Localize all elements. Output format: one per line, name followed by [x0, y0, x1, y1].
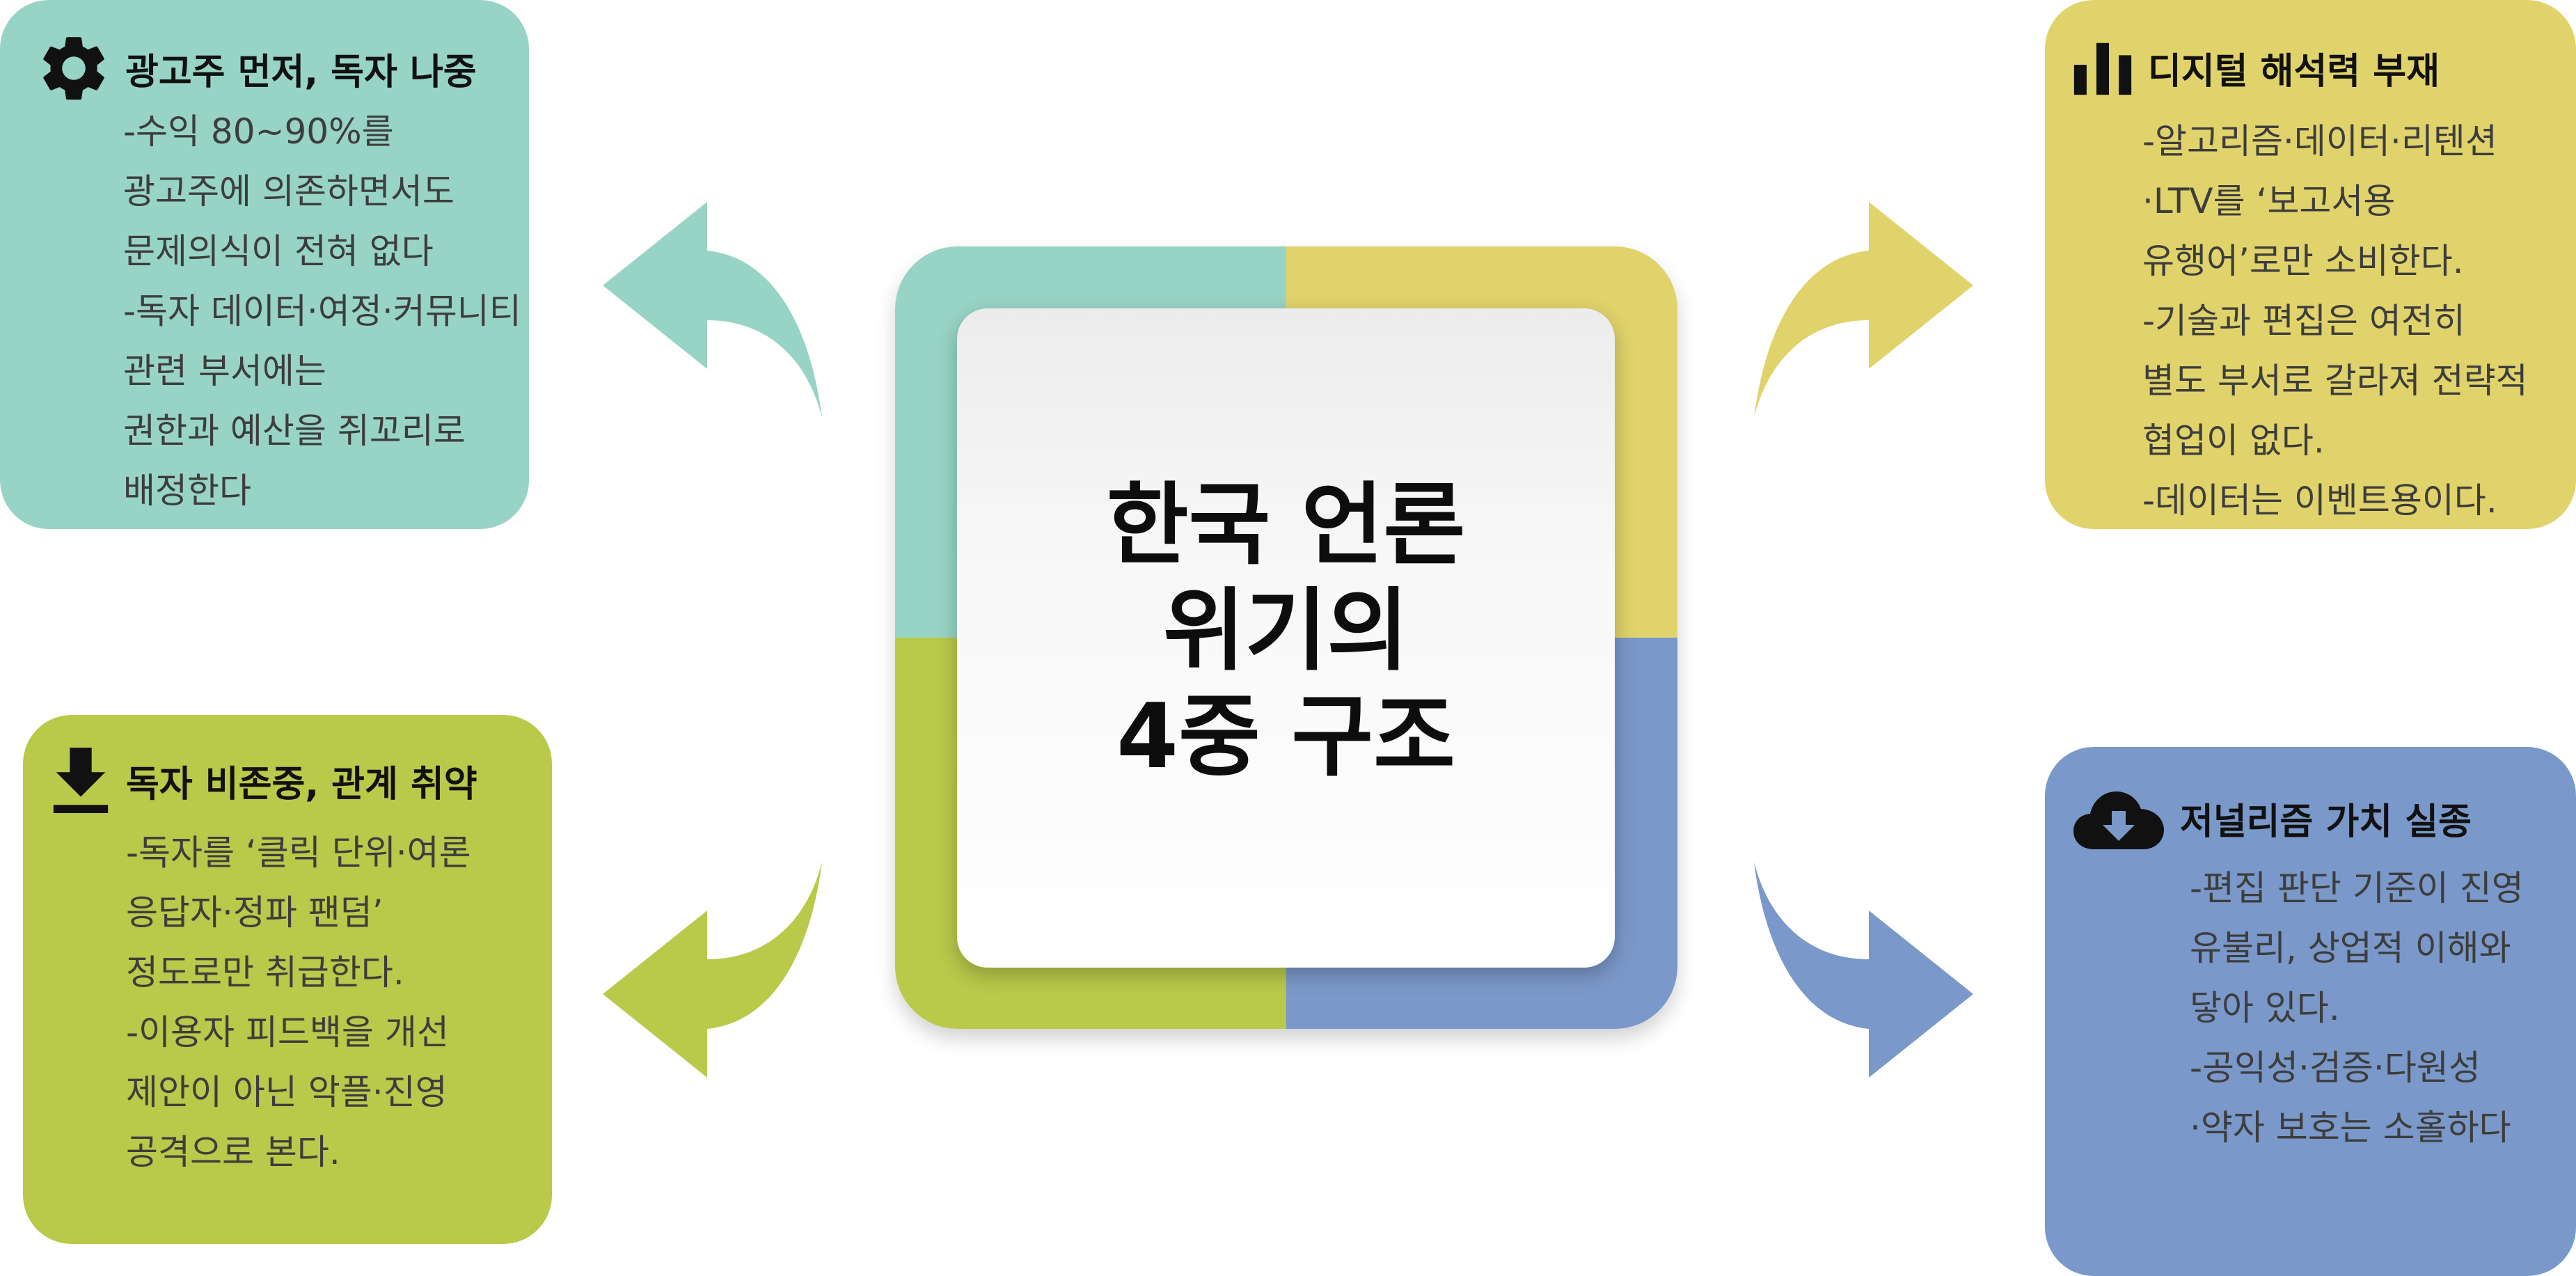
card-line: 공격으로 본다.	[126, 1132, 340, 1172]
card-body: -알고리즘·데이터·리텐션 ·LTV를 ‘보고서용 유행어’로만 소비한다. -…	[2142, 111, 2528, 530]
card-header: 저널리즘 가치 실종	[2070, 783, 2472, 853]
card-line: -수익 80~90%를	[123, 111, 394, 152]
card-line: ·LTV를 ‘보고서용	[2142, 181, 2396, 221]
download-icon	[53, 748, 109, 813]
center-title: 한국 언론 위기의 4중 구조	[1107, 473, 1466, 790]
card-digital-literacy: 디지털 해석력 부재 -알고리즘·데이터·리텐션 ·LTV를 ‘보고서용 유행어…	[2045, 0, 2576, 529]
card-journalism-values: 저널리즘 가치 실종 -편집 판단 기준이 진영 유불리, 상업적 이해와 닿아…	[2045, 747, 2576, 1276]
card-header: 광고주 먼저, 독자 나중	[35, 29, 477, 107]
card-line: -데이터는 이벤트용이다.	[2142, 480, 2497, 521]
card-line: 협업이 없다.	[2142, 420, 2325, 461]
cloud-download-icon	[2073, 791, 2164, 849]
center-title-line: 위기의	[1162, 578, 1409, 683]
card-line: -독자 데이터·여정·커뮤니티	[123, 291, 521, 331]
card-line: 유행어’로만 소비한다.	[2142, 241, 2464, 281]
card-title: 광고주 먼저, 독자 나중	[125, 51, 477, 93]
card-line: -기술과 편집은 여전히	[2142, 301, 2465, 341]
card-line: -공익성·검증·다원성	[2190, 1048, 2481, 1088]
card-title: 디지털 해석력 부재	[2148, 50, 2440, 93]
card-reader-disrespect: 독자 비존중, 관계 취약 -독자를 ‘클릭 단위·여론 응답자·정파 팬덤’ …	[23, 715, 552, 1244]
arrow-bottom-left	[603, 862, 822, 1078]
card-line: 응답자·정파 팬덤’	[126, 892, 384, 933]
card-line: 유불리, 상업적 이해와	[2190, 928, 2511, 968]
center-title-line: 한국 언론	[1106, 473, 1466, 577]
bar-chart-icon	[2073, 42, 2132, 95]
card-line: -이용자 피드백을 개선	[126, 1012, 449, 1053]
gear-icon	[43, 37, 104, 100]
card-line: -알고리즘·데이터·리텐션	[2142, 121, 2497, 162]
card-body: -독자를 ‘클릭 단위·여론 응답자·정파 팬덤’ 정도로만 취급한다. -이용…	[126, 823, 471, 1182]
card-header: 디지털 해석력 부재	[2070, 35, 2440, 100]
arrow-bottom-right	[1754, 862, 1973, 1078]
card-line: 관련 부서에는	[123, 351, 326, 391]
card-line: 별도 부서로 갈라져 전략적	[2142, 361, 2528, 401]
card-title: 독자 비존중, 관계 취약	[126, 763, 477, 805]
card-line: 권한과 예산을 쥐꼬리로	[123, 411, 466, 451]
center-title-line: 4중 구조	[1116, 684, 1455, 789]
card-body: -편집 판단 기준이 진영 유불리, 상업적 이해와 닿아 있다. -공익성·검…	[2190, 858, 2524, 1158]
card-line: 정도로만 취급한다.	[126, 952, 404, 993]
card-line: 제안이 아닌 악플·진영	[126, 1072, 448, 1112]
card-line: 문제의식이 전혀 없다	[123, 231, 434, 271]
card-line: ·약자 보호는 소홀하다	[2190, 1108, 2511, 1148]
arrow-top-right	[1754, 202, 1973, 418]
card-line: -독자를 ‘클릭 단위·여론	[126, 833, 471, 873]
card-line: 배정한다	[123, 471, 251, 511]
card-advertiser-first: 광고주 먼저, 독자 나중 -수익 80~90%를 광고주에 의존하면서도 문제…	[0, 0, 529, 529]
card-line: 닿아 있다.	[2190, 988, 2340, 1028]
arrow-top-left	[603, 202, 822, 418]
center-card: 한국 언론 위기의 4중 구조	[957, 308, 1615, 968]
card-title: 저널리즘 가치 실종	[2180, 801, 2472, 843]
card-line: -편집 판단 기준이 진영	[2190, 868, 2524, 908]
card-line: 광고주에 의존하면서도	[123, 171, 455, 212]
card-body: -수익 80~90%를 광고주에 의존하면서도 문제의식이 전혀 없다 -독자 …	[123, 102, 521, 521]
card-header: 독자 비존중, 관계 취약	[48, 744, 477, 817]
